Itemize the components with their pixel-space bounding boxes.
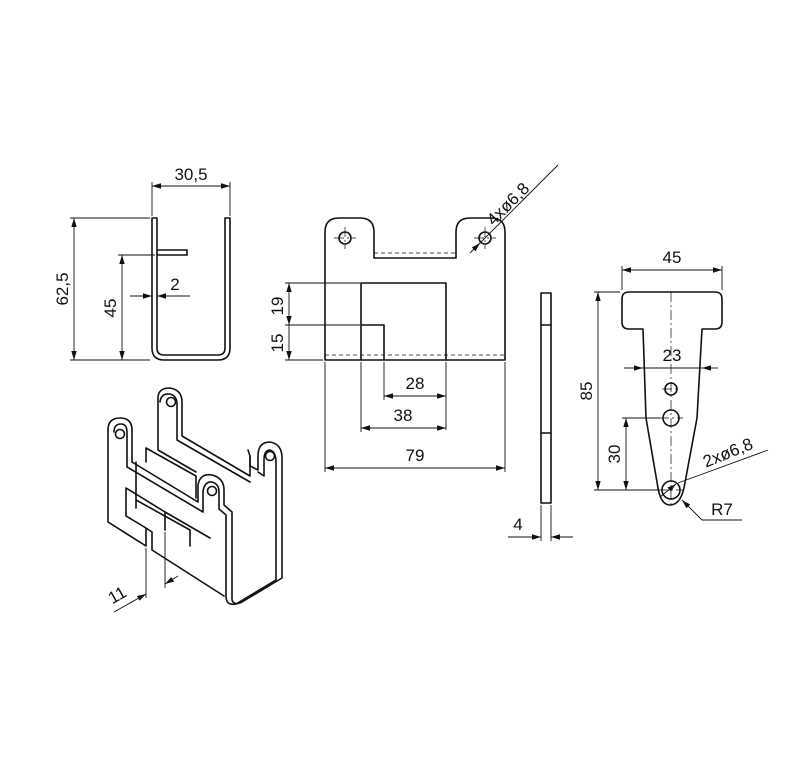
dim-arm-23: 23 — [663, 346, 682, 365]
dim-line-iso-11 — [113, 593, 147, 613]
side-view-profile — [151, 217, 231, 361]
leader-arm-radius — [681, 499, 703, 521]
dim-arm-85: 85 — [577, 382, 596, 401]
iso-outer-outline — [107, 417, 283, 605]
iso-hole-4 — [264, 450, 276, 462]
dim-front-28: 28 — [406, 374, 425, 393]
dim-arm-width: 45 — [663, 248, 682, 267]
iso-inner-channel — [135, 447, 211, 547]
leader-front-holes — [475, 164, 559, 248]
dim-side-height-partial: 45 — [101, 299, 120, 318]
dim-iso-11: 11 — [105, 583, 130, 608]
arm-view: 45 23 85 30 2xø6,8 R7 — [577, 248, 769, 521]
front-view-cutout — [360, 282, 447, 361]
iso-inner-outline — [113, 423, 227, 597]
edge-view: 4 — [508, 292, 573, 541]
dim-side-gap: 2 — [170, 275, 179, 294]
dim-front-holes: 4xø6,8 — [483, 179, 533, 229]
front-view: 4xø6,8 19 15 28 38 79 — [268, 164, 559, 472]
dim-thickness: 4 — [513, 515, 522, 534]
iso-back-plate — [157, 387, 251, 483]
leader-arm-holes — [677, 449, 769, 484]
iso-hole-2 — [165, 396, 177, 408]
dim-arm-30: 30 — [605, 445, 624, 464]
dim-front-38: 38 — [394, 406, 413, 425]
dim-side-height-total: 62,5 — [53, 272, 72, 305]
dim-front-15: 15 — [268, 334, 287, 353]
dim-front-19: 19 — [268, 297, 287, 316]
dim-arm-radius: R7 — [711, 500, 733, 519]
front-view-outline — [324, 217, 506, 361]
edge-view-strip — [540, 292, 552, 504]
side-view: 30,5 62,5 45 2 — [53, 165, 231, 361]
dim-front-79: 79 — [406, 446, 425, 465]
iso-hole-1 — [114, 428, 126, 440]
arm-view-outline — [621, 291, 723, 506]
isometric-view: 11 — [105, 387, 283, 613]
iso-hole-3 — [206, 485, 218, 497]
dim-side-width: 30,5 — [174, 165, 207, 184]
dim-arm-holes: 2xø6,8 — [700, 434, 755, 471]
